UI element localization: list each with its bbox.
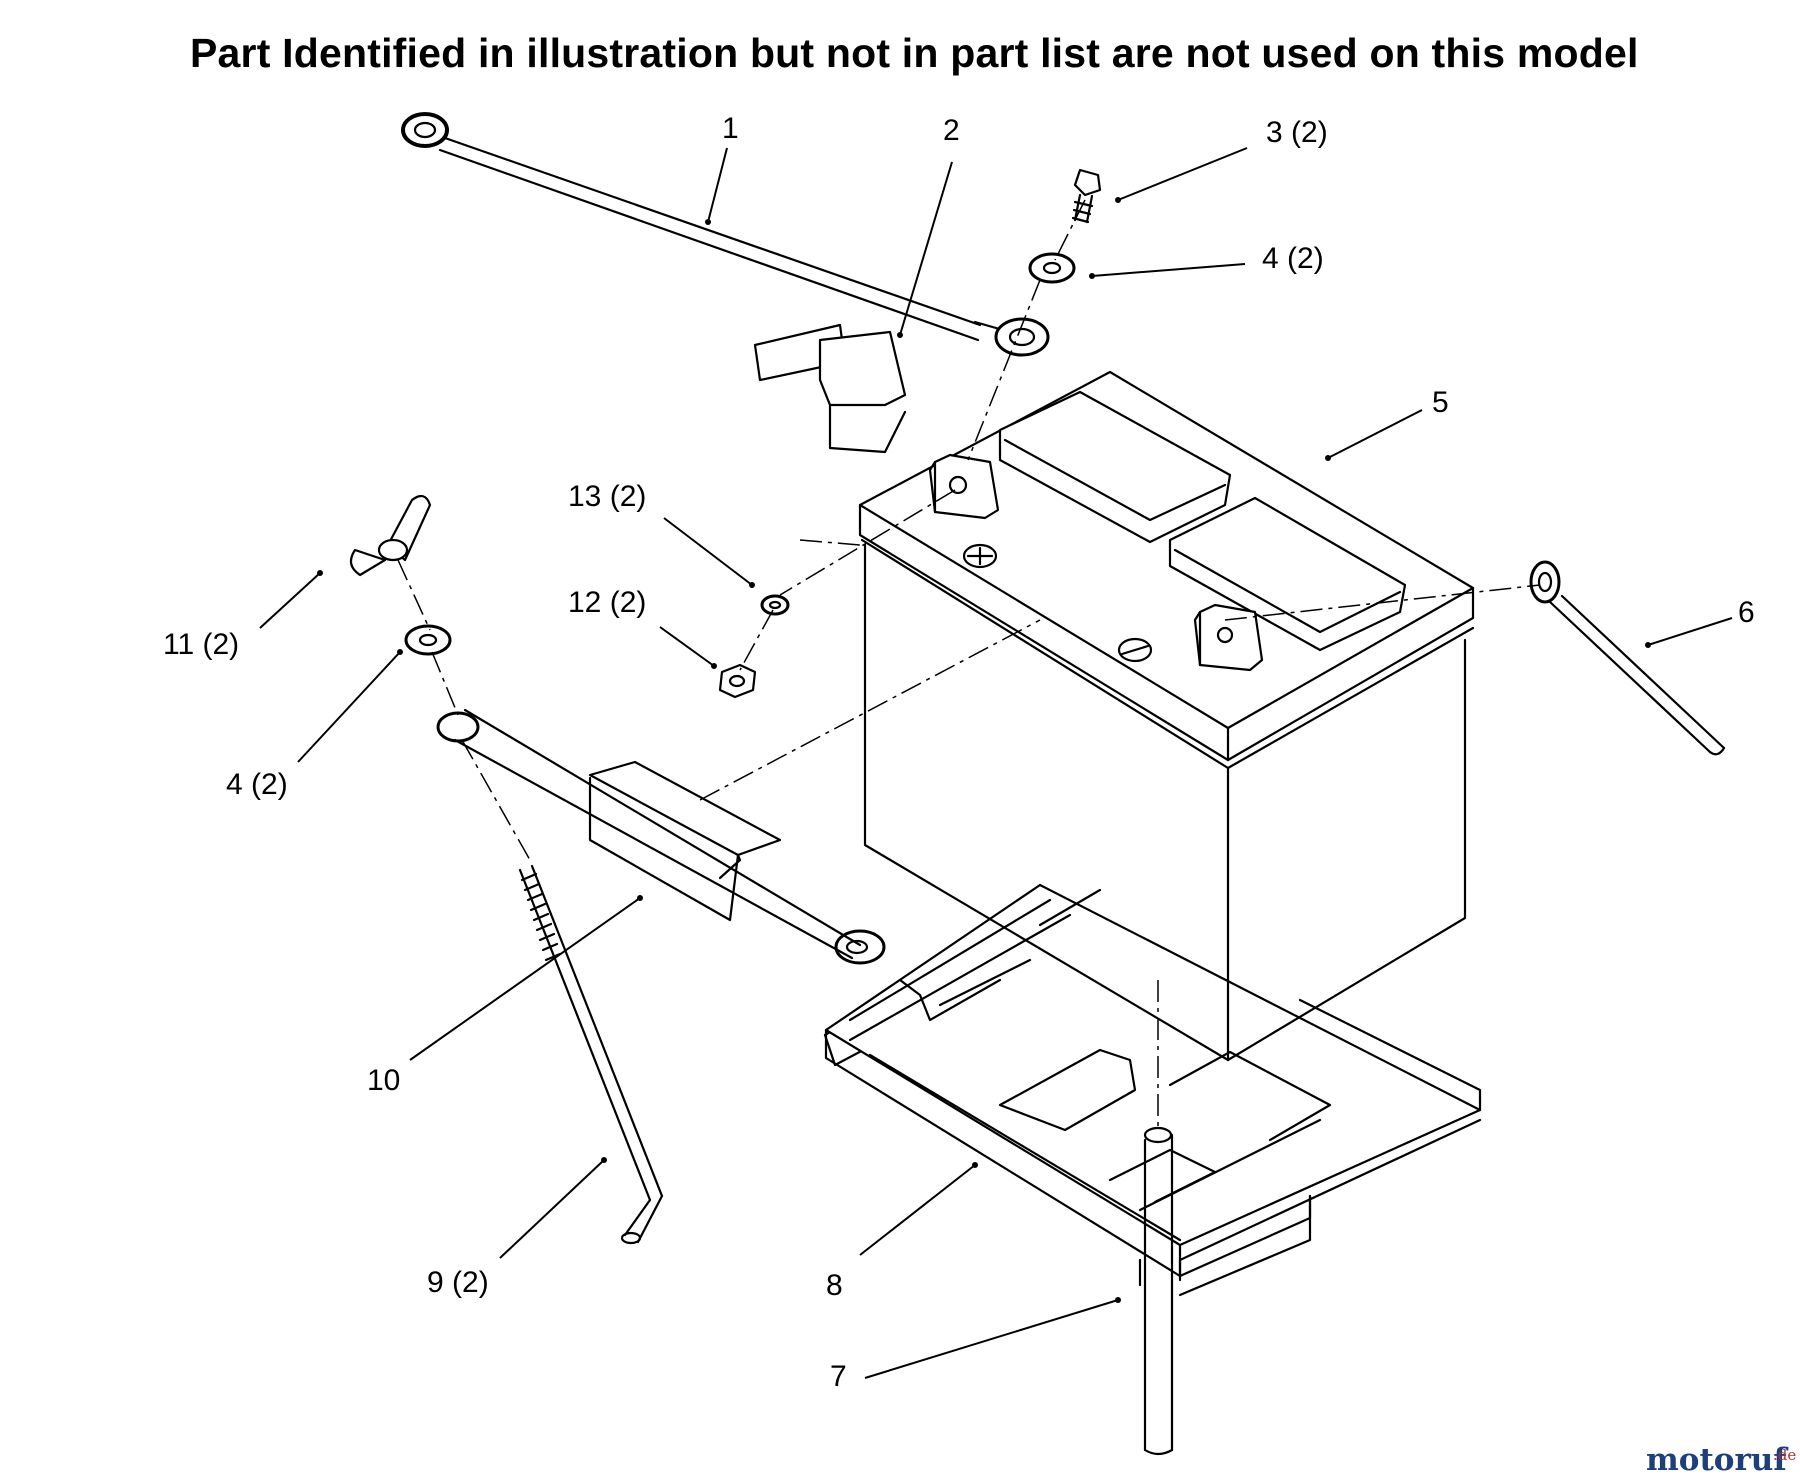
- diagram-title: Part Identified in illustration but not …: [190, 30, 1639, 76]
- callout-1: 1: [722, 112, 739, 145]
- callout-12: 12 (2): [568, 586, 646, 619]
- callout-11: 11 (2): [163, 628, 239, 661]
- callout-4-top: 4 (2): [1262, 242, 1324, 275]
- watermark-suffix: .de: [1773, 1446, 1796, 1464]
- positive-cable: [401, 112, 1050, 357]
- callout-4-left: 4 (2): [226, 768, 288, 801]
- callout-8: 8: [826, 1269, 843, 1302]
- wing-nut: [349, 494, 432, 577]
- battery-tray: [823, 883, 1482, 1297]
- negative-cable: [1529, 560, 1726, 756]
- callout-6: 6: [1738, 596, 1755, 629]
- site-watermark: motoruf .de: [1646, 1442, 1796, 1476]
- tray-post: [1138, 1126, 1182, 1456]
- callout-9: 9 (2): [427, 1266, 489, 1299]
- j-bolt: [518, 864, 664, 1245]
- watermark-brand: motoruf: [1646, 1442, 1788, 1476]
- callout-3: 3 (2): [1266, 116, 1328, 149]
- battery: [858, 370, 1475, 1062]
- callout-labels: 1 2 3 (2) 4 (2) 5 6 7 8 9 (2) 10 11 (2) …: [163, 112, 1755, 1393]
- nut-and-lock-washer: [718, 594, 790, 699]
- leader-dots: [317, 197, 1651, 1303]
- callout-5: 5: [1432, 386, 1449, 419]
- callout-10: 10: [367, 1064, 400, 1097]
- callout-13: 13 (2): [568, 480, 646, 513]
- callout-7: 7: [830, 1360, 847, 1393]
- terminal-boot: [753, 323, 907, 454]
- hold-down-bracket: [436, 708, 886, 965]
- callout-2: 2: [943, 114, 960, 147]
- assembly-lines: [397, 199, 1541, 1130]
- bolt-and-washer-top: [1028, 168, 1102, 284]
- washer-left: [404, 624, 452, 656]
- leader-lines: [259, 147, 1733, 1379]
